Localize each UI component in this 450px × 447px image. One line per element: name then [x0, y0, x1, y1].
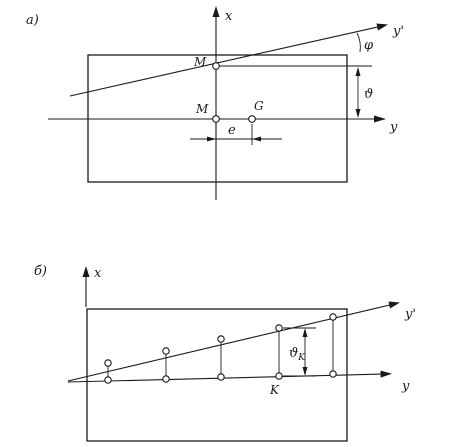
panel-b-point-upper-3: [217, 335, 225, 343]
panel-b-point-lower-1: [104, 376, 112, 384]
panel-a-y-label: y: [389, 120, 398, 135]
panel-a-y-prime-axis: [69, 25, 383, 97]
panel-a-y-axis-arrow: [374, 115, 386, 123]
panel-b-offset-arrow-top: [302, 328, 308, 337]
panel-b-y-prime-label: y': [404, 307, 416, 322]
panel-a-angle-arc: [356, 32, 361, 53]
panel-a-label-m-upper: M: [193, 55, 207, 69]
panel-b-offset-symbol: ϑ: [289, 346, 298, 361]
panel-a-y-prime-label: y': [392, 24, 404, 39]
panel-a-offset-arrow-top: [355, 67, 361, 76]
panel-a-angle-label: φ: [364, 38, 374, 53]
panel-a-e-arrow-left: [207, 136, 216, 142]
panel-a-point-g: [248, 115, 256, 123]
panel-b-point-upper-5: [329, 313, 337, 321]
panel-b-offset-subscript: K: [297, 353, 306, 363]
panel-b-point-lower-3: [217, 373, 225, 381]
panel-a-tag: а): [26, 13, 39, 28]
panel-b-y-prime-arrow: [388, 301, 400, 309]
panel-b-offset-arrow-bottom: [302, 367, 308, 376]
panel-a-x-axis-arrow: [212, 6, 220, 17]
panel-b-rectangle: [86, 308, 348, 442]
panel-b-point-lower-2: [162, 375, 170, 383]
panel-a: а) x y y' φ ϑ e M M: [26, 6, 404, 200]
panel-a-y-prime-arrow: [376, 23, 388, 31]
panel-a-label-g: G: [254, 99, 264, 113]
panel-a-e-label: e: [228, 123, 236, 138]
panel-b-point-lower-4: [275, 372, 283, 380]
panel-a-e-arrow-right: [252, 136, 261, 142]
panel-b: б) x y y' ϑK: [34, 264, 416, 442]
panel-b-point-upper-1: [104, 359, 112, 367]
panel-b-x-axis-arrow: [82, 266, 90, 277]
panel-a-point-m-lower: [212, 115, 220, 123]
panel-b-y-label: y: [401, 379, 410, 394]
panel-b-offset-label: ϑK: [289, 346, 306, 363]
panel-a-offset-label: ϑ: [364, 87, 373, 102]
panel-b-point-lower-5: [329, 370, 337, 378]
panel-a-point-m-upper: [212, 62, 220, 70]
panel-b-tag: б): [34, 264, 47, 279]
panel-a-x-label: x: [225, 9, 233, 24]
panel-b-y-axis: [67, 373, 387, 383]
panel-a-label-m-lower: M: [195, 102, 209, 116]
panel-a-offset-arrow-bottom: [355, 109, 361, 118]
panel-b-point-upper-2: [162, 347, 170, 355]
panel-b-point-upper-4: [275, 324, 283, 332]
panel-b-x-label: x: [94, 266, 102, 281]
panel-b-y-axis-arrow: [380, 370, 392, 378]
panel-b-label-k: K: [269, 383, 280, 397]
panel-b-y-prime-axis: [67, 303, 395, 382]
